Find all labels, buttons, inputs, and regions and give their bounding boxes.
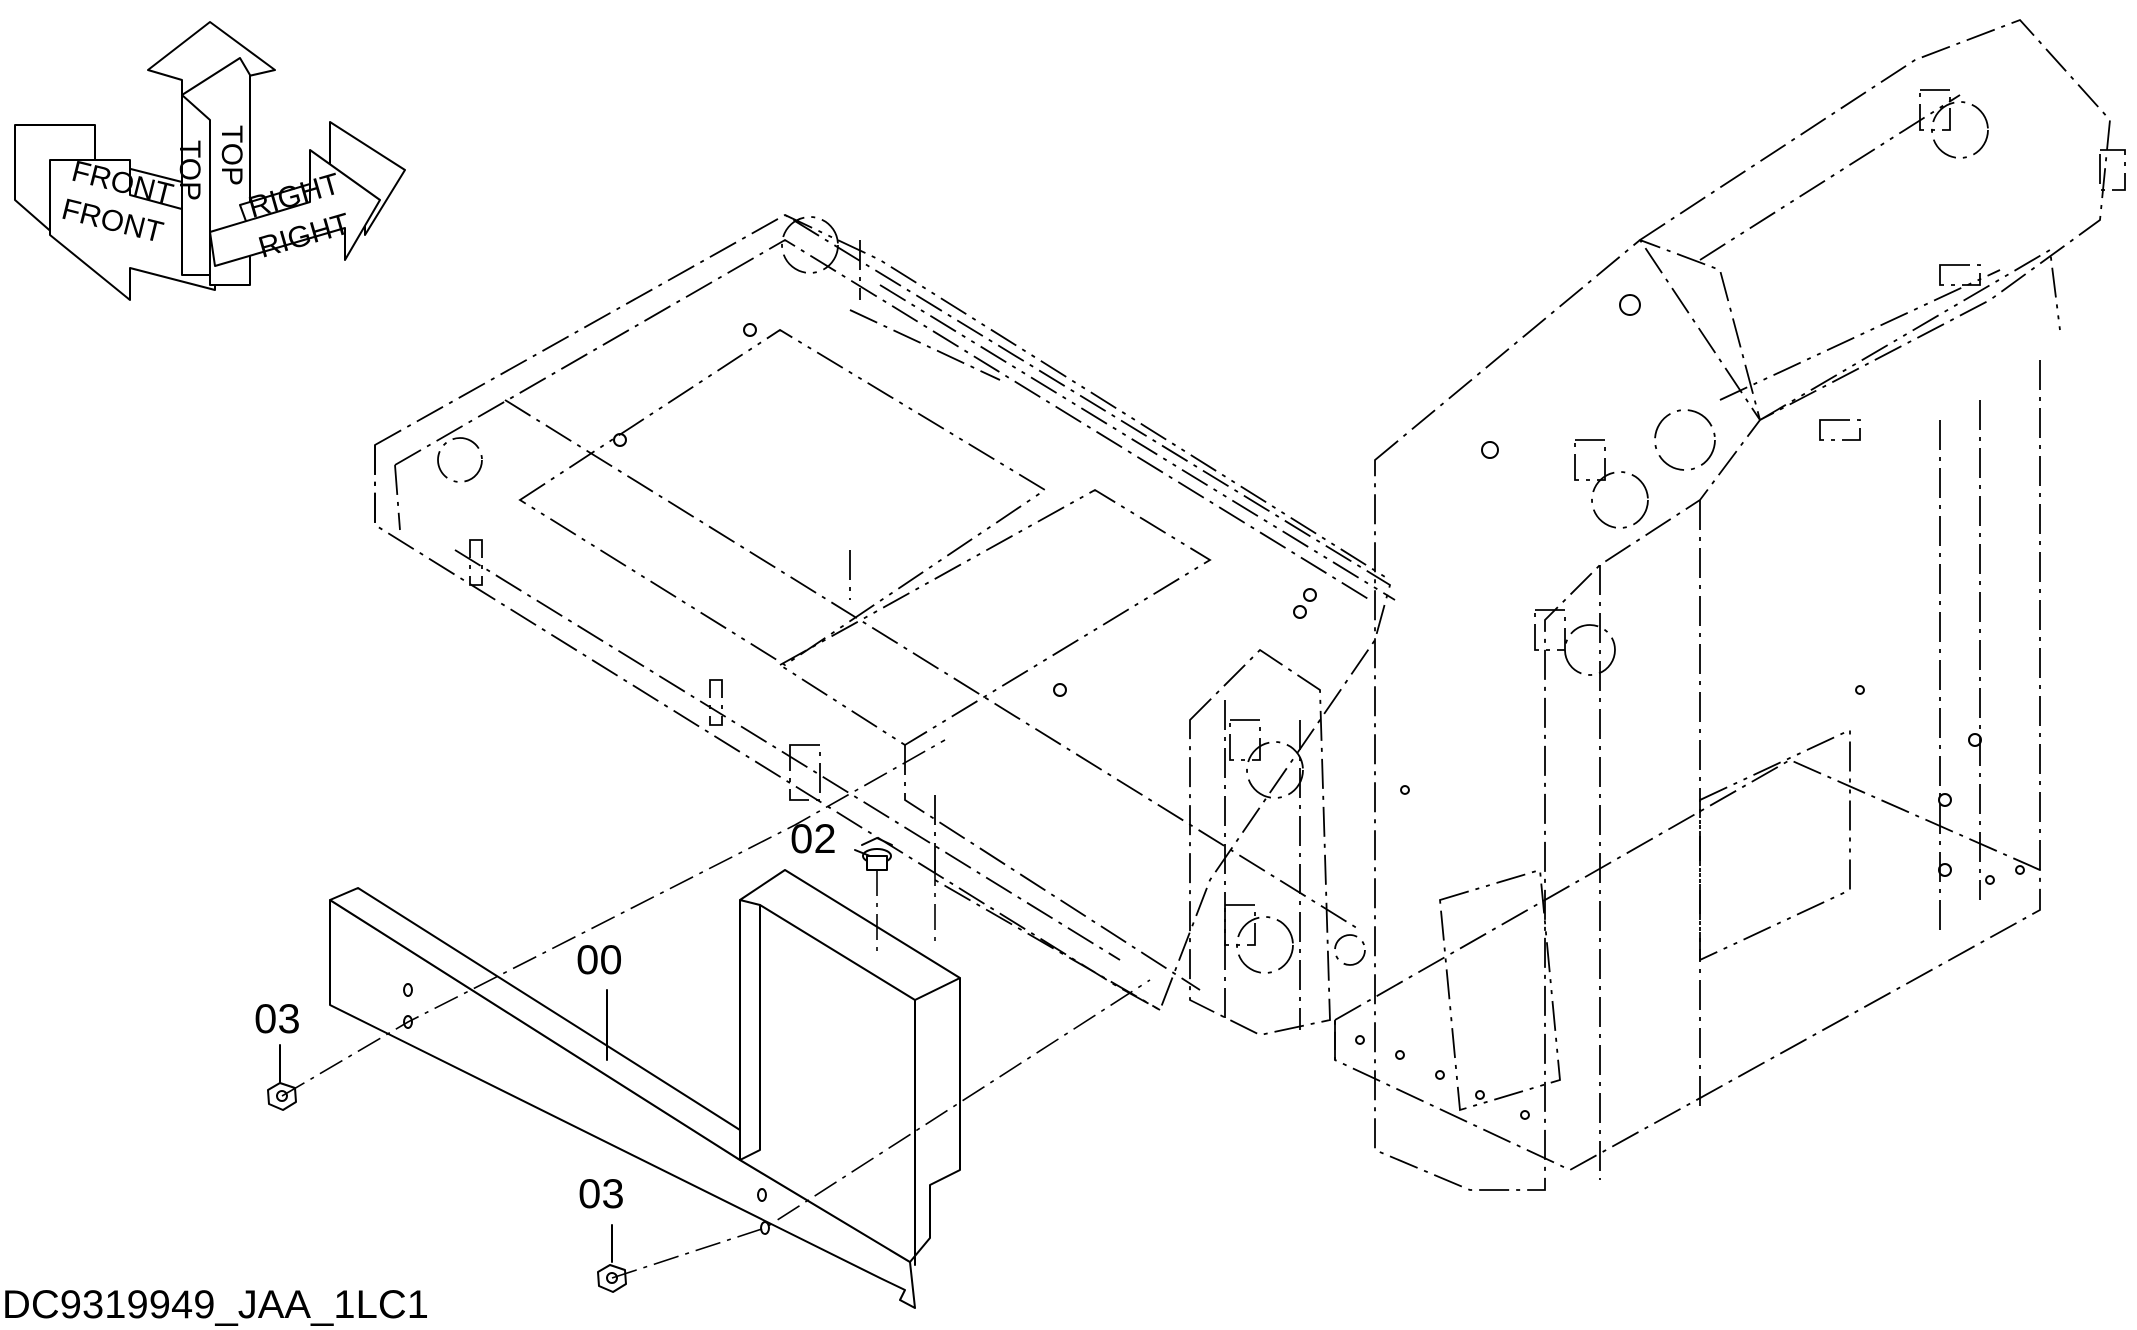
callout-02: 02 <box>790 815 837 862</box>
drawing-number: DC9319949_JAA_1LC1 <box>2 1283 429 1327</box>
top-label-back: TOP <box>215 125 248 186</box>
part-03-nut-upper <box>267 1082 297 1111</box>
part-00-cover <box>329 869 961 1309</box>
part-02-bolt <box>861 837 893 871</box>
callout-03-upper: 03 <box>254 995 301 1042</box>
part-03-nut-lower <box>597 1264 627 1293</box>
callout-00: 00 <box>576 936 623 983</box>
phantom-frame <box>374 213 1396 1012</box>
phantom-boom <box>1189 18 2126 1191</box>
top-label: TOP <box>173 140 206 201</box>
callout-03-lower: 03 <box>578 1170 625 1217</box>
leader-lines <box>279 739 1151 1279</box>
front-arrow: FRONT FRONT <box>14 124 216 301</box>
orientation-indicator: FRONT FRONT TOP TOP RIGHT RIGHT <box>14 21 406 301</box>
